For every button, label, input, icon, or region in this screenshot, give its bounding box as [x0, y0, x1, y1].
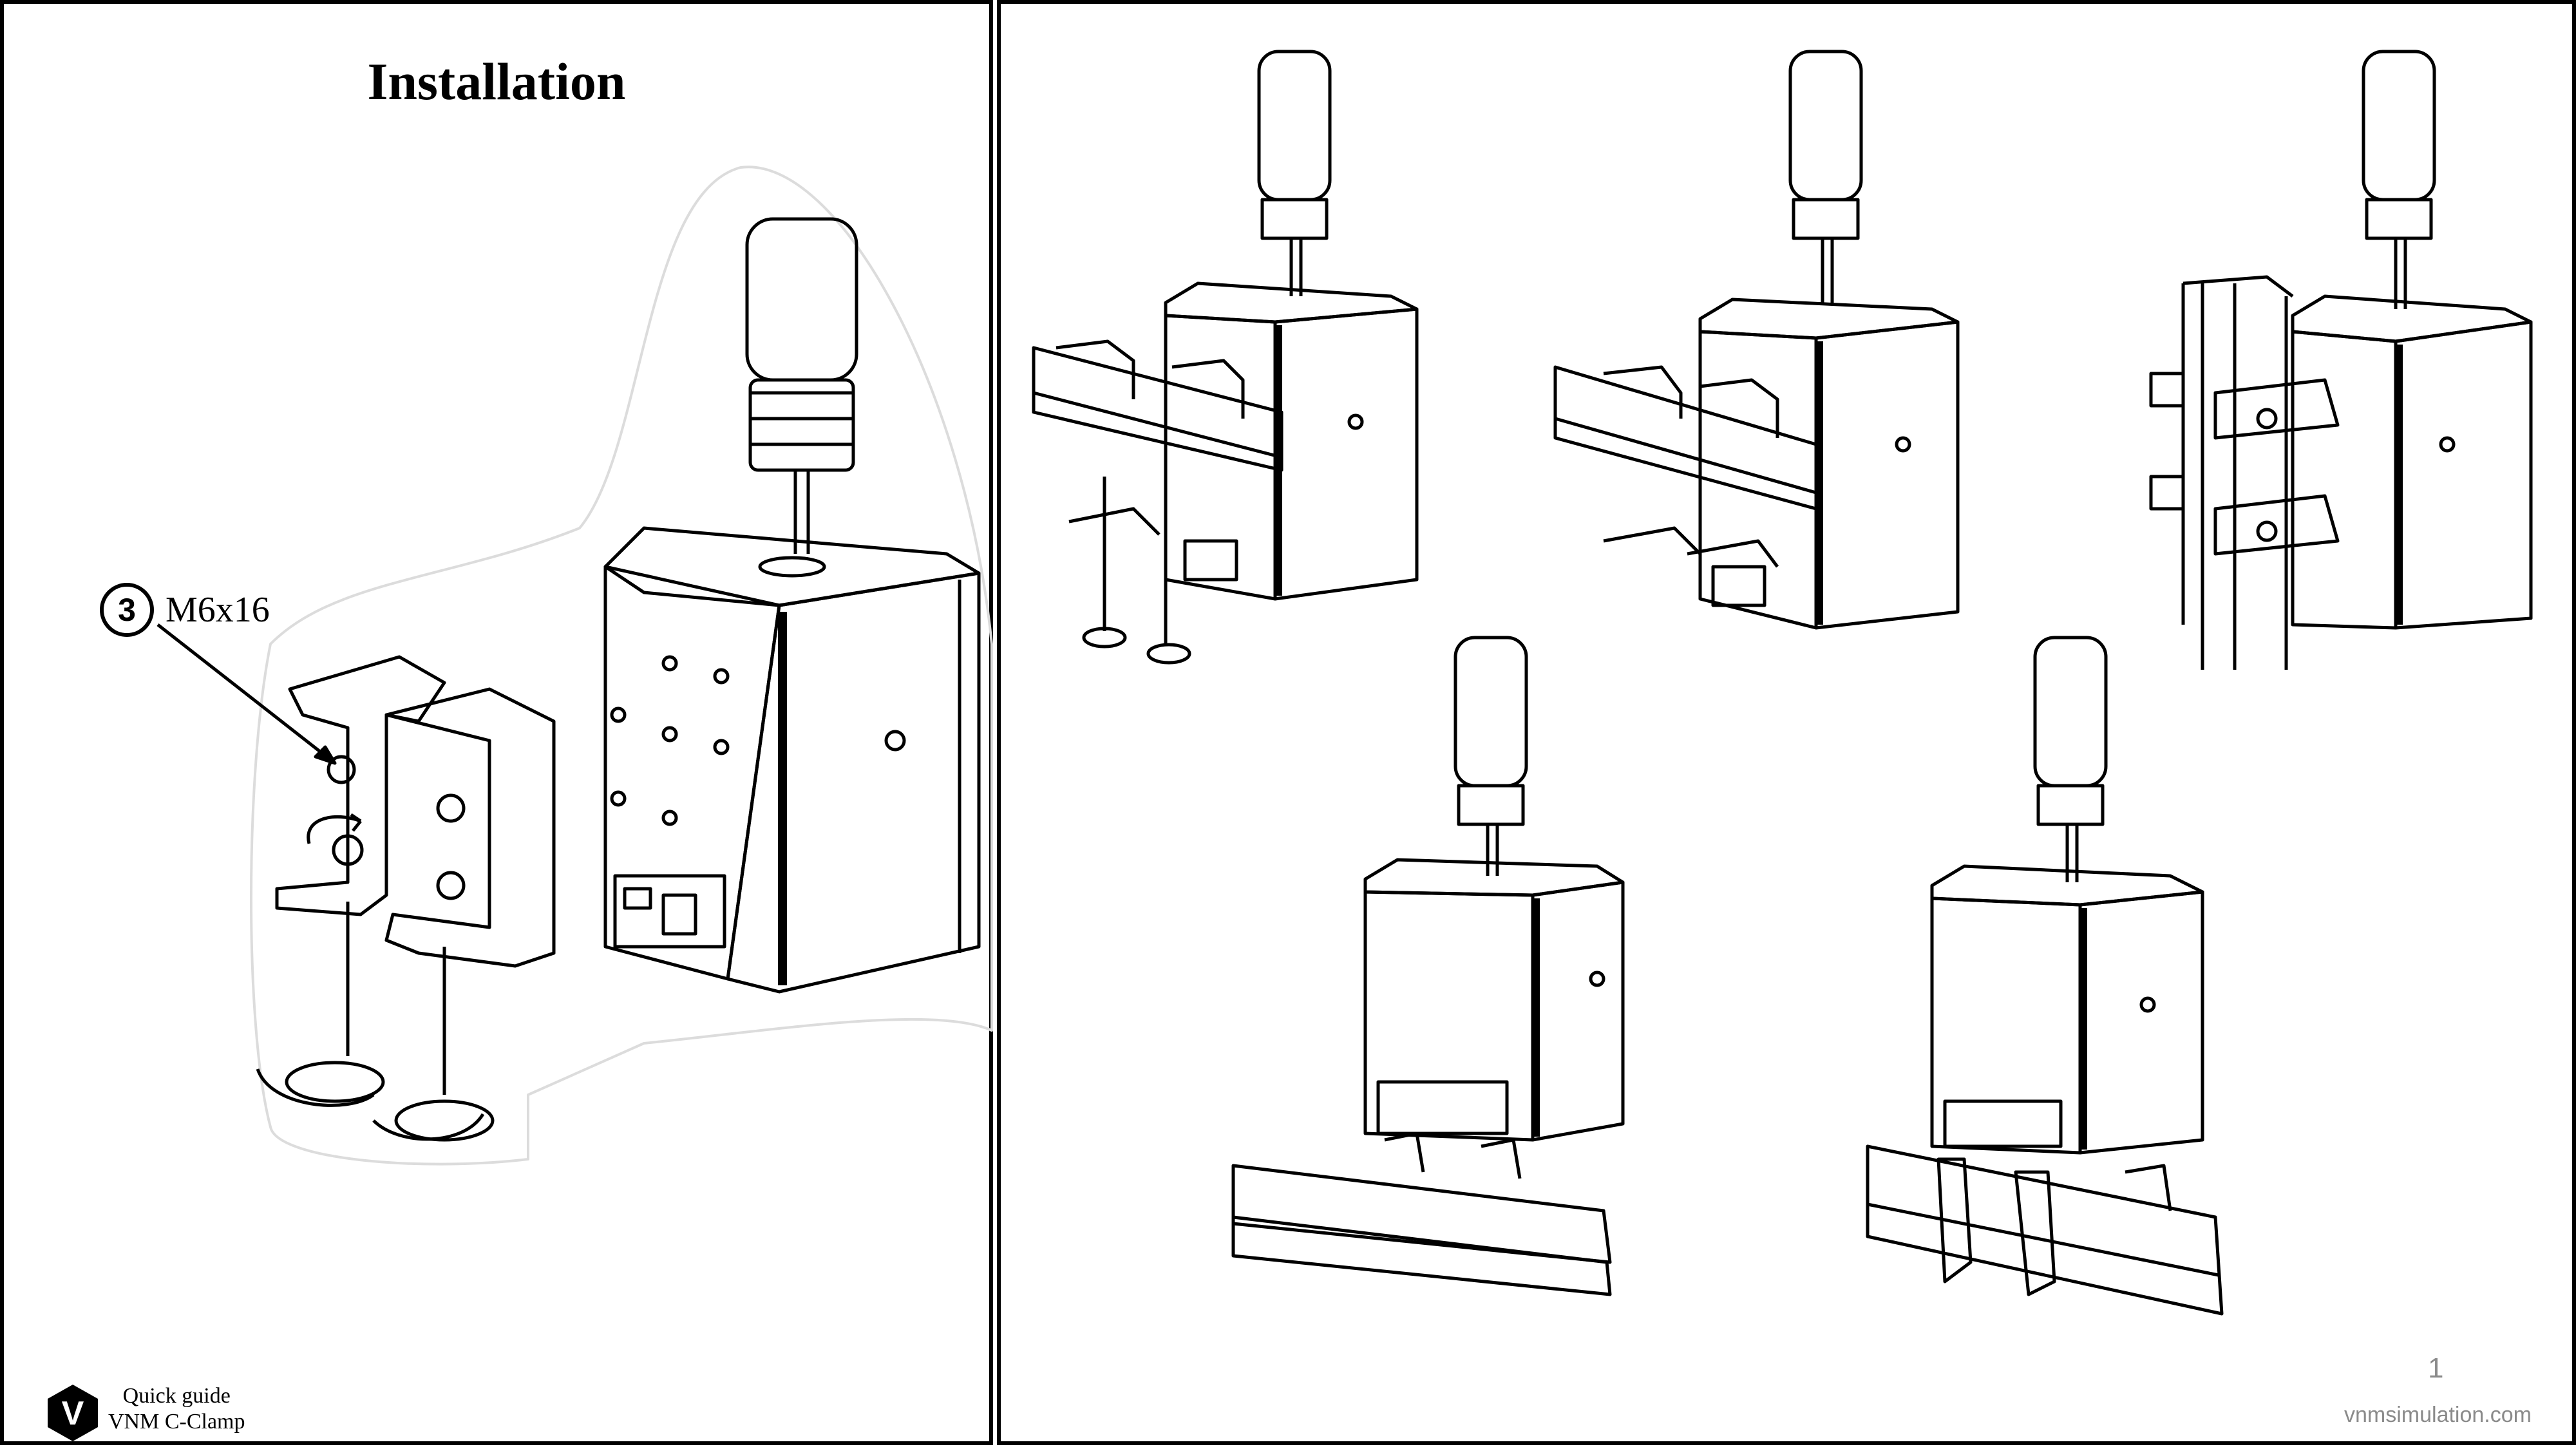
clamp-knob-right [394, 1099, 495, 1142]
base-side-panel [726, 571, 981, 994]
clamp-screw [327, 755, 356, 784]
website-url: vnmsimulation.com [2344, 1403, 2532, 1427]
screw-callout: 3 M6x16 [100, 583, 270, 637]
vnm-logo-icon: V [48, 1385, 98, 1441]
mount-option-1 [1032, 50, 1419, 665]
callout-leader [156, 623, 336, 764]
usb-port-panel [613, 874, 726, 949]
halo-outline [250, 166, 993, 1166]
c-clamp-left [275, 655, 446, 916]
clamp-knob-left [285, 1061, 385, 1103]
rotate-arrow-right [372, 1113, 485, 1141]
footer-line-2: VNM C-Clamp [108, 1410, 245, 1434]
page-title: Installation [367, 52, 626, 111]
footer-caption: Quick guide VNM C-Clamp [108, 1383, 245, 1435]
callout-label: M6x16 [166, 590, 270, 630]
mount-option-5 [1866, 636, 2224, 1316]
logo-letter: V [62, 1395, 84, 1432]
right-panel [997, 0, 2576, 1445]
rotate-arrow-top [307, 815, 361, 844]
mount-option-3 [2149, 50, 2533, 670]
c-clamp-right [384, 687, 556, 968]
mount-option-4 [1231, 636, 1625, 1296]
mount-option-2 [1553, 50, 1960, 630]
joystick-knob-grip [748, 378, 855, 472]
page-number: 1 [2428, 1352, 2444, 1384]
footer-line-1: Quick guide [122, 1384, 231, 1408]
rotate-arrow-left [256, 1068, 375, 1107]
callout-number: 3 [100, 583, 154, 637]
